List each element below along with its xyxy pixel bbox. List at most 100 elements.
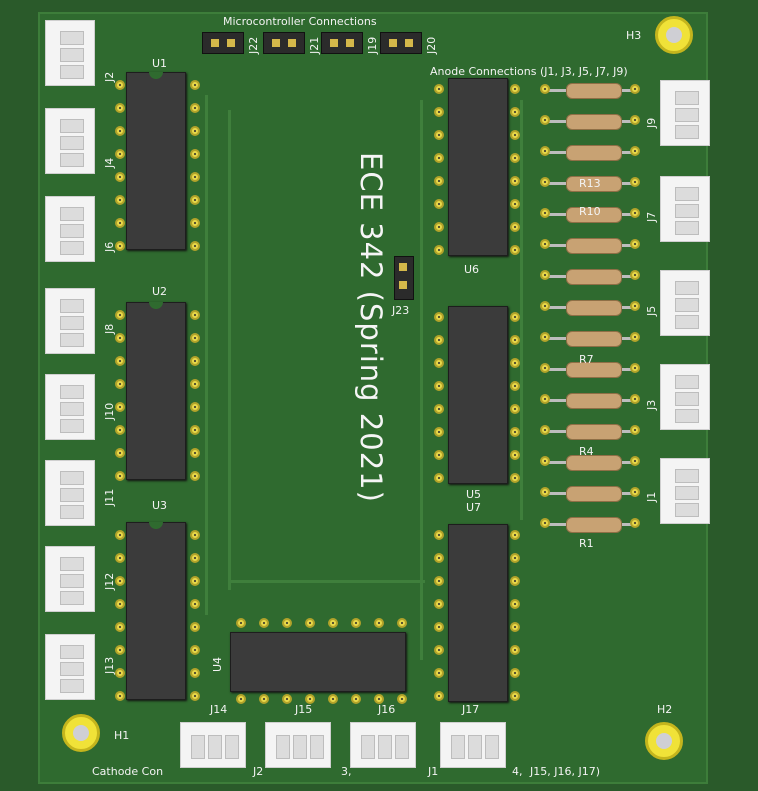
connector-label-j3: J3: [645, 399, 658, 410]
pin-pad: [540, 456, 550, 466]
connector-label-j15: J15: [295, 703, 313, 716]
trace: [420, 100, 423, 660]
pin-pad: [510, 599, 520, 609]
connector-j3: [660, 364, 710, 430]
connector-label-j10: J10: [103, 402, 116, 420]
connector-j1: [660, 458, 710, 524]
connector-label-j11: J11: [103, 488, 116, 506]
ic-u4: [230, 632, 406, 692]
pin-pad: [190, 448, 200, 458]
pin-pad: [540, 518, 550, 528]
pin-pad: [434, 130, 444, 140]
pin-pad: [434, 153, 444, 163]
pin-pad: [397, 618, 407, 628]
resistor: [566, 269, 622, 285]
cathode-label-fragment-3: J1: [428, 765, 439, 778]
pin-pad: [328, 618, 338, 628]
pin-pad: [434, 404, 444, 414]
pin-pad: [190, 310, 200, 320]
pin-pad: [630, 270, 640, 280]
resistor: [566, 455, 622, 471]
hole-label-h1: H1: [114, 729, 130, 742]
pin-pad: [190, 622, 200, 632]
resistor: [566, 176, 622, 192]
pin-pad: [510, 358, 520, 368]
pin-pad: [282, 618, 292, 628]
pin-pad: [115, 448, 125, 458]
pin-pad: [282, 694, 292, 704]
ic-label-u6: U6: [464, 263, 480, 276]
pin-pad: [434, 335, 444, 345]
pin-pad: [630, 487, 640, 497]
connector-label-j12: J12: [103, 572, 116, 590]
pin-pad: [190, 195, 200, 205]
pin-pad: [259, 618, 269, 628]
cathode-label-fragment-1: J2: [253, 765, 264, 778]
connector-label-j7: J7: [645, 211, 658, 222]
pin-pad: [510, 404, 520, 414]
pin-pad: [540, 270, 550, 280]
connector-j14: [180, 722, 246, 768]
pin-pad: [630, 301, 640, 311]
connector-j12: [45, 546, 95, 612]
pin-pad: [190, 471, 200, 481]
pin-pad: [510, 530, 520, 540]
resistor-label-r10: R10: [579, 205, 601, 218]
resistor: [566, 393, 622, 409]
pin-pad: [510, 245, 520, 255]
resistor: [566, 114, 622, 130]
connector-j7: [660, 176, 710, 242]
header-j22: [202, 32, 244, 54]
pin-pad: [434, 199, 444, 209]
pin-pad: [540, 394, 550, 404]
pin-pad: [115, 356, 125, 366]
header-j20: [380, 32, 422, 54]
pin-pad: [540, 208, 550, 218]
connector-label-j4: J4: [103, 157, 116, 168]
pin-pad: [540, 146, 550, 156]
pin-pad: [510, 312, 520, 322]
pin-pad: [190, 668, 200, 678]
anode-label: Anode Connections (J1, J3, J5, J7, J9): [430, 65, 628, 78]
pin-pad: [190, 80, 200, 90]
resistor: [566, 145, 622, 161]
connector-j8: [45, 288, 95, 354]
connector-label-j1: J1: [645, 491, 658, 502]
ic-label-u2: U2: [152, 285, 168, 298]
ic-u2: [126, 302, 186, 480]
pin-pad: [510, 622, 520, 632]
pin-pad: [434, 576, 444, 586]
mounting-hole-h1: [62, 714, 100, 752]
pin-pad: [510, 130, 520, 140]
pin-pad: [115, 379, 125, 389]
pin-pad: [510, 427, 520, 437]
connector-j4: [45, 108, 95, 174]
pin-pad: [434, 222, 444, 232]
connector-label-j2: J2: [103, 71, 116, 82]
pin-pad: [434, 553, 444, 563]
mounting-hole-h2: [645, 722, 683, 760]
pin-pad: [190, 241, 200, 251]
pin-pad: [540, 363, 550, 373]
pin-pad: [434, 668, 444, 678]
pin-pad: [115, 172, 125, 182]
pin-pad: [190, 576, 200, 586]
pin-pad: [115, 149, 125, 159]
resistor: [566, 362, 622, 378]
pin-pad: [259, 694, 269, 704]
resistor: [566, 424, 622, 440]
ic-label-u1: U1: [152, 57, 168, 70]
connector-label-j13: J13: [103, 656, 116, 674]
resistor: [566, 207, 622, 223]
pin-pad: [510, 668, 520, 678]
pin-pad: [115, 103, 125, 113]
pin-pad: [540, 332, 550, 342]
pin-pad: [434, 245, 444, 255]
pin-pad: [190, 149, 200, 159]
hole-label-h2: H2: [657, 703, 673, 716]
connector-j13: [45, 634, 95, 700]
pin-pad: [236, 618, 246, 628]
header-label-j22: J22: [247, 36, 260, 54]
resistor-label-r13: R13: [579, 177, 601, 190]
